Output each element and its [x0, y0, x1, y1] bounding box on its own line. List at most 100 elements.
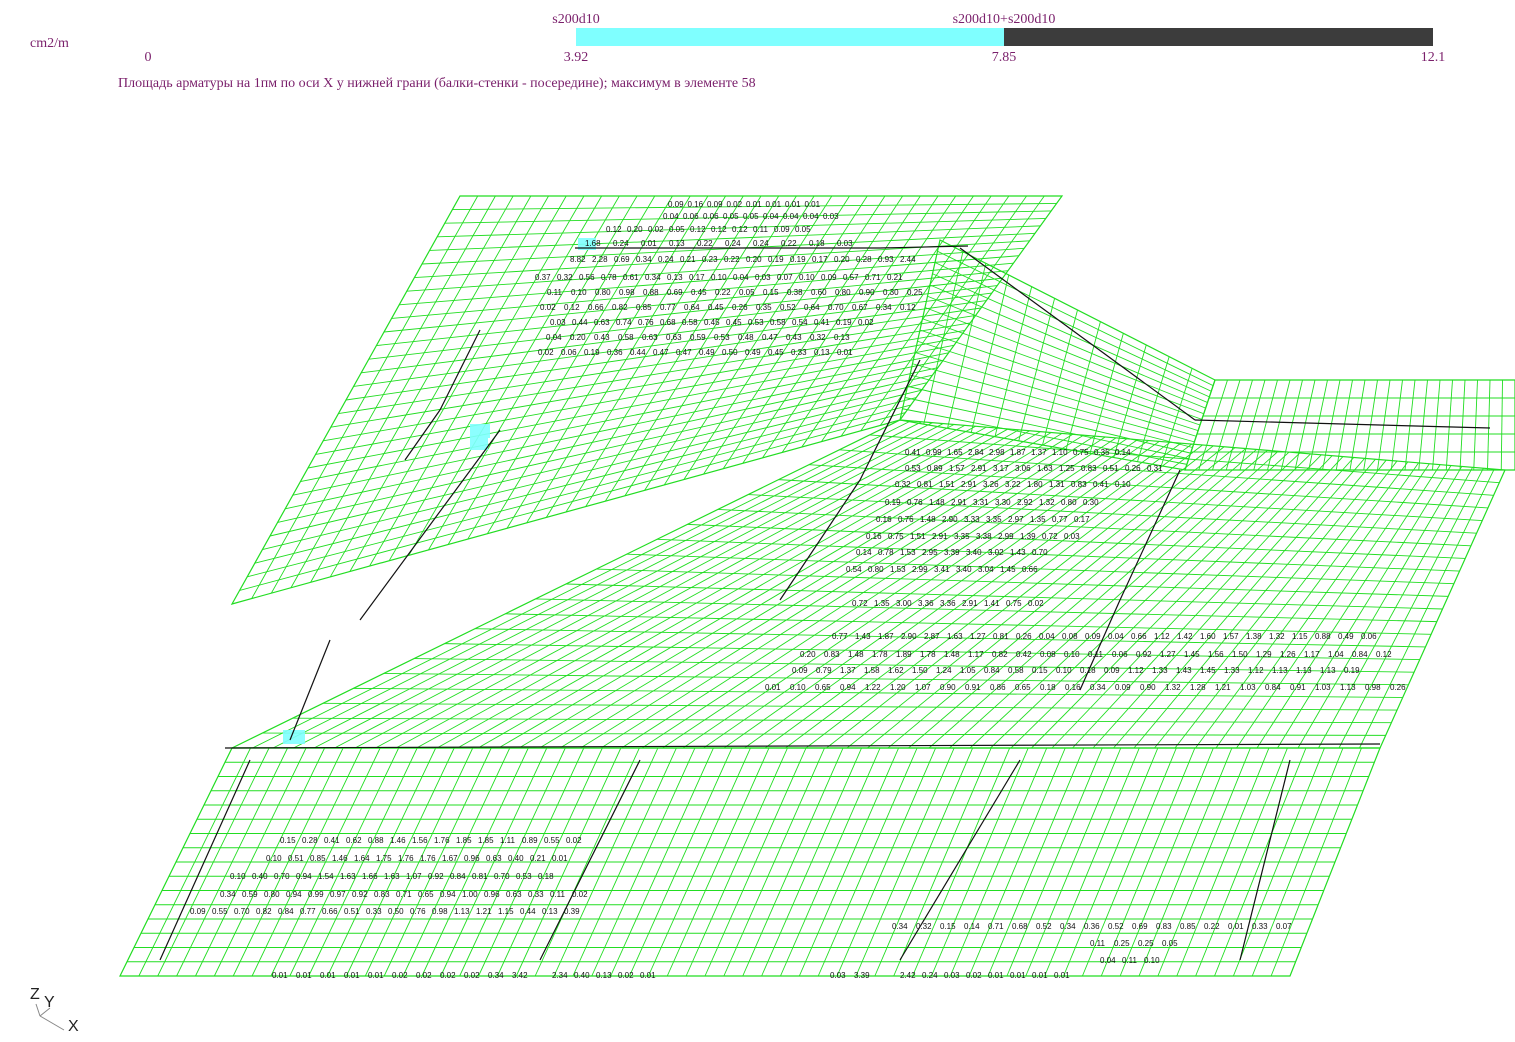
value-label: 0.01: [1010, 971, 1026, 980]
value-label: 0.25: [907, 288, 923, 297]
value-label: 0.24: [613, 239, 629, 248]
value-label: 0.14: [856, 548, 872, 557]
value-label: 0.21: [530, 854, 546, 863]
value-label: 0.04: [1108, 632, 1124, 641]
value-label: 1.28: [1190, 683, 1206, 692]
value-label: 0.96: [464, 854, 480, 863]
value-label: 1.13: [454, 907, 470, 916]
value-label: 2.44: [900, 255, 916, 264]
value-label: 0.17: [689, 273, 705, 282]
value-label: 1.33: [1224, 666, 1240, 675]
value-label: 1.46: [332, 854, 348, 863]
value-label: 0.45: [691, 288, 707, 297]
value-label: 0.14: [1115, 448, 1131, 457]
panel-middle: [231, 419, 1506, 749]
value-label: 2.97: [1008, 515, 1024, 524]
band-label-2: s200d10+s200d10: [952, 12, 1056, 27]
value-label: 0.21: [680, 255, 696, 264]
value-label: 0.08: [1040, 650, 1056, 659]
wall-line-2: [439, 329, 481, 411]
legend-band-cyan: [576, 28, 1004, 46]
value-label: 0.89: [927, 464, 943, 473]
value-label: 0.24: [922, 971, 938, 980]
value-label: 0.64: [684, 303, 700, 312]
value-label: 0.19: [790, 255, 806, 264]
value-label: 0.16: [866, 532, 882, 541]
value-label: 2.42: [900, 971, 916, 980]
value-label: 0.33: [1252, 922, 1268, 931]
value-label: 0.72: [852, 599, 868, 608]
value-label: 0.01: [837, 348, 853, 357]
value-label: 0.64: [804, 303, 820, 312]
value-label: 1.46: [390, 836, 406, 845]
value-label: 0.61: [623, 273, 639, 282]
value-label: 0.83: [374, 890, 390, 899]
value-label: 0.42: [1016, 650, 1032, 659]
value-label: 1.37: [840, 666, 856, 675]
value-label: 2.87: [924, 632, 940, 641]
wall-line-3: [404, 409, 441, 461]
value-label: 0.68: [660, 318, 676, 327]
value-label: 0.68: [1012, 922, 1028, 931]
value-label: 1.78: [920, 650, 936, 659]
value-label: 1.76: [420, 854, 436, 863]
value-label: 1.43: [1010, 548, 1026, 557]
value-label: 0.04: [783, 212, 799, 221]
value-label: 0.63: [642, 333, 658, 342]
wall-line-13: [159, 759, 251, 961]
value-label: 0.49: [699, 348, 715, 357]
value-label: 2.99: [912, 565, 928, 574]
value-label: 1.56: [412, 836, 428, 845]
value-label: 0.69: [614, 255, 630, 264]
value-label: 2.84: [968, 448, 984, 457]
value-label: 0.30: [883, 288, 899, 297]
value-label: 1.75: [376, 854, 392, 863]
value-label: 0.41: [1093, 480, 1109, 489]
value-label: 3.36: [940, 599, 956, 608]
highlight-cell-0: [578, 238, 596, 250]
value-label: 0.65: [815, 683, 831, 692]
axis-z-label: Z: [30, 986, 40, 1003]
value-label: 0.10: [1144, 956, 1160, 965]
value-label: 0.63: [594, 318, 610, 327]
value-label: 0.20: [746, 255, 762, 264]
value-label: 1.00: [462, 890, 478, 899]
value-label: 1.15: [498, 907, 514, 916]
value-label: 1.54: [318, 872, 334, 881]
value-label: 0.53: [748, 318, 764, 327]
value-label: 0.38: [787, 288, 803, 297]
value-label: 0.76: [410, 907, 426, 916]
value-label: 0.66: [322, 907, 338, 916]
value-label: 1.43: [855, 632, 871, 641]
value-label: 0.04: [733, 273, 749, 282]
value-label: 0.04: [763, 212, 779, 221]
value-label: 0.01: [344, 971, 360, 980]
value-label: 0.75: [1006, 599, 1022, 608]
value-label: 0.02: [858, 318, 874, 327]
value-label: 0.13: [667, 273, 683, 282]
value-label: 0.70: [234, 907, 250, 916]
value-label: 0.52: [780, 303, 796, 312]
value-label: 0.12: [606, 225, 622, 234]
value-label: 3.22: [1005, 480, 1021, 489]
value-label: 1.76: [398, 854, 414, 863]
value-label: 1.45: [1000, 565, 1016, 574]
value-label: 1.12: [1128, 666, 1144, 675]
value-label: 0.15: [940, 922, 956, 931]
value-label: 0.85: [310, 854, 326, 863]
value-label: 0.04: [803, 212, 819, 221]
value-label: 0.45: [726, 318, 742, 327]
value-label: 0.02: [416, 971, 432, 980]
value-label: 1.80: [1027, 480, 1043, 489]
value-label: 0.34: [1060, 922, 1076, 931]
value-label: 2.91: [961, 480, 977, 489]
value-label: 1.87: [878, 632, 894, 641]
value-label: 0.18: [1080, 666, 1096, 675]
value-label: 0.09: [190, 907, 206, 916]
value-label: 0.02: [618, 971, 634, 980]
value-label: 0.15: [280, 836, 296, 845]
value-label: 0.02: [966, 971, 982, 980]
value-label: 0.88: [643, 288, 659, 297]
value-label: 0.10: [571, 288, 587, 297]
value-label: 0.09: [774, 225, 790, 234]
